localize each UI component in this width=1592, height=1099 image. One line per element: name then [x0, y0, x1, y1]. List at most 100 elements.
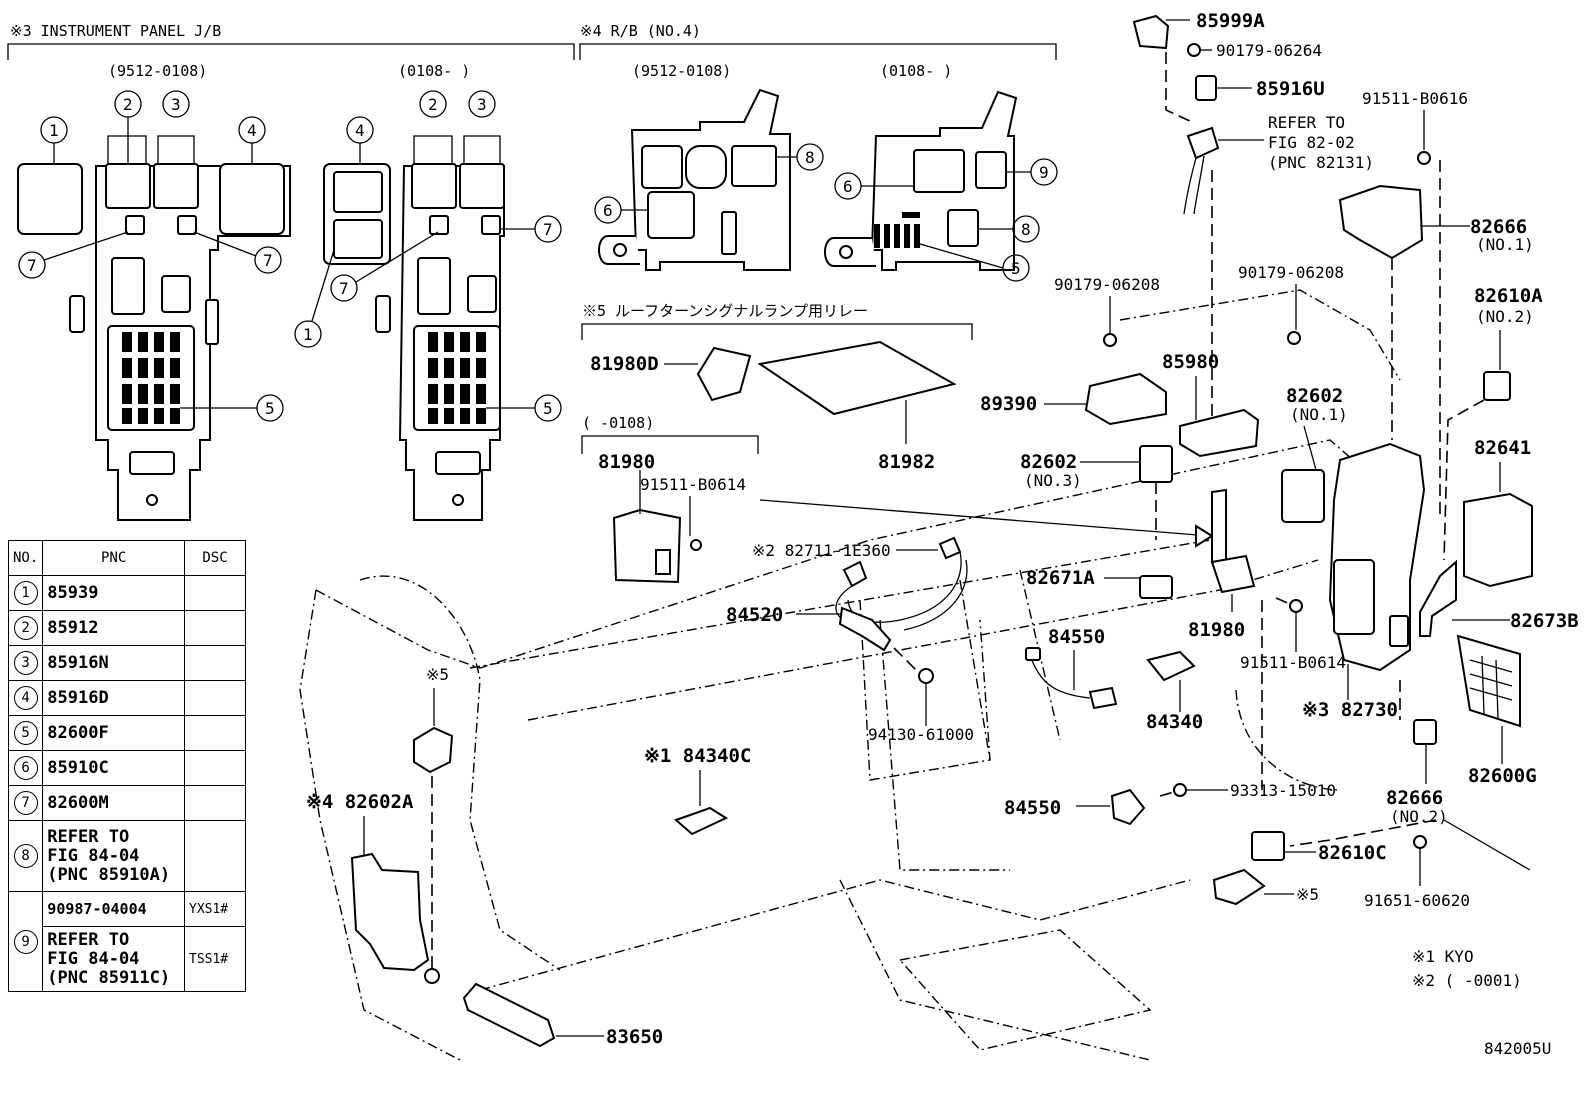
svg-text:6: 6: [843, 177, 853, 196]
svg-text:1: 1: [303, 325, 313, 344]
svg-text:1: 1: [49, 121, 59, 140]
pnc-cell: 85912: [42, 610, 185, 646]
sheet-81982: [757, 340, 957, 416]
part-label-82671a: 82671A: [1026, 567, 1095, 589]
dsc-cell: TSS1#: [184, 926, 246, 992]
clip-82610c: [1251, 831, 1285, 861]
pnc-line: (PNC 85911C): [47, 967, 171, 988]
bracket-85999a: [1132, 14, 1170, 50]
dsc-cell: [184, 785, 246, 821]
svg-text:3: 3: [477, 95, 487, 114]
module-85980: [1179, 408, 1260, 458]
part-label-81980: 81980: [1188, 619, 1245, 641]
refer-line: REFER TO: [47, 826, 130, 847]
part-label-91511-b0614: 91511-B0614: [1240, 653, 1346, 672]
part-label-81980: 81980: [598, 451, 655, 473]
pnc-cell: REFER TO FIG 84-04 (PNC 85910A): [42, 820, 185, 892]
part-label-85916u: 85916U: [1256, 78, 1325, 100]
row-number: 8: [13, 844, 38, 868]
part-label-91511-b0616: 91511-B0616: [1362, 89, 1468, 108]
roof-relay-header: ※5 ルーフターンシグナルランプ用リレー: [582, 302, 868, 320]
column-header-dsc: DSC: [184, 540, 246, 576]
svg-text:8: 8: [805, 148, 815, 167]
part-label-84340: 84340: [1146, 711, 1203, 733]
dsc-cell: [184, 645, 246, 681]
relay-block-a: 8 6: [594, 88, 824, 271]
date-range-label: ( -0108): [582, 414, 654, 432]
part-label-82610a: 82610A: [1474, 285, 1543, 307]
part-label-82673b: 82673B: [1510, 610, 1579, 632]
sensor-84520: [838, 606, 892, 652]
clip-82671a: [1139, 575, 1173, 599]
bracket-82666-no1: [1338, 184, 1424, 260]
fuse-grid: [874, 212, 920, 248]
table-row: 8 REFER TO FIG 84-04 (PNC 85910A): [7, 820, 246, 892]
part-label-81980D: 81980D: [590, 353, 659, 375]
relay-85916u: [1195, 75, 1217, 101]
svg-text:9: 9: [1039, 163, 1049, 182]
junction-block-a: [17, 163, 291, 521]
rb-header: ※4 R/B (NO.4): [580, 22, 701, 40]
note-star5: ※5: [1296, 885, 1319, 904]
fuse-grid: [122, 332, 180, 424]
fig-line: FIG 84-04: [47, 948, 140, 969]
svg-text:5: 5: [265, 399, 275, 418]
pnc-cell: REFER TO FIG 84-04 (PNC 85911C): [42, 926, 185, 992]
table-row: REFER TO FIG 84-04 (PNC 85911C) TSS1#: [9, 926, 246, 992]
svg-text:3: 3: [171, 95, 181, 114]
row-number: 1: [13, 581, 38, 605]
dsc-cell: [184, 680, 246, 716]
part-label-82600g: 82600G: [1468, 765, 1537, 787]
part-label-90179-06264: 90179-06264: [1216, 41, 1322, 60]
row-number: 9: [13, 929, 38, 954]
row-number: 3: [13, 651, 38, 675]
table-header-row: NO. PNC DSC: [7, 540, 246, 576]
svg-text:7: 7: [27, 256, 37, 275]
note-2: ※2 ( -0001): [1412, 971, 1522, 990]
part-label-81982: 81982: [878, 451, 935, 473]
part-label-82610c: 82610C: [1318, 842, 1387, 864]
part-label-84520: 84520: [726, 604, 783, 626]
part-label-85980: 85980: [1162, 351, 1219, 373]
label-82600g: [1456, 634, 1521, 728]
junction-block-b: [323, 163, 505, 521]
dsc-cell: [184, 575, 246, 611]
connector-82131: [1186, 126, 1220, 160]
column-header-no: NO.: [7, 540, 44, 576]
svg-text:5: 5: [1011, 259, 1021, 278]
dsc-cell: [184, 610, 246, 646]
date-range-label: (9512-0108): [108, 62, 207, 80]
svg-text:4: 4: [247, 121, 257, 140]
row-number: 2: [13, 616, 38, 640]
dsc-cell: [184, 715, 246, 751]
part-label-90179-06208: 90179-06208: [1238, 263, 1344, 282]
row-number: 7: [13, 791, 38, 815]
fuse-grid: [428, 332, 486, 424]
part-label-94130-61000: 94130-61000: [868, 725, 974, 744]
pnc-ref-label: (PNC 82131): [1268, 153, 1374, 172]
part-label-91511-b0614: 91511-B0614: [640, 475, 746, 494]
row-number: 5: [13, 721, 38, 745]
row-number: 6: [13, 756, 38, 780]
refer-to-label: REFER TO: [1268, 113, 1345, 132]
fig-ref-label: FIG 82-02: [1268, 133, 1355, 152]
module-89390: [1084, 372, 1167, 426]
dashboard-assembly: 85999A 90179-06264 85916U REFER TO FIG 8…: [299, 10, 1579, 1061]
fig-line: FIG 84-04: [47, 845, 140, 866]
part-label-85999a: 85999A: [1196, 10, 1265, 32]
instrument-panel-jb-section: ※3 INSTRUMENT PANEL J/B (9512-0108) (010…: [7, 22, 575, 521]
note-star5: ※5: [426, 665, 449, 684]
part-label-82730: ※3 82730: [1302, 699, 1398, 721]
relay-star5: [413, 726, 454, 774]
column-header-pnc: PNC: [42, 540, 185, 576]
part-label-82666-no1: 82666: [1470, 216, 1527, 238]
table-row: 9 90987-04004 YXS1#: [7, 891, 246, 992]
no3-label: (NO.3): [1024, 471, 1082, 490]
part-label-91651-60620: 91651-60620: [1364, 891, 1470, 910]
part-label-82711: ※2 82711-1E360: [752, 541, 891, 560]
part-label-84550: 84550: [1004, 797, 1061, 819]
